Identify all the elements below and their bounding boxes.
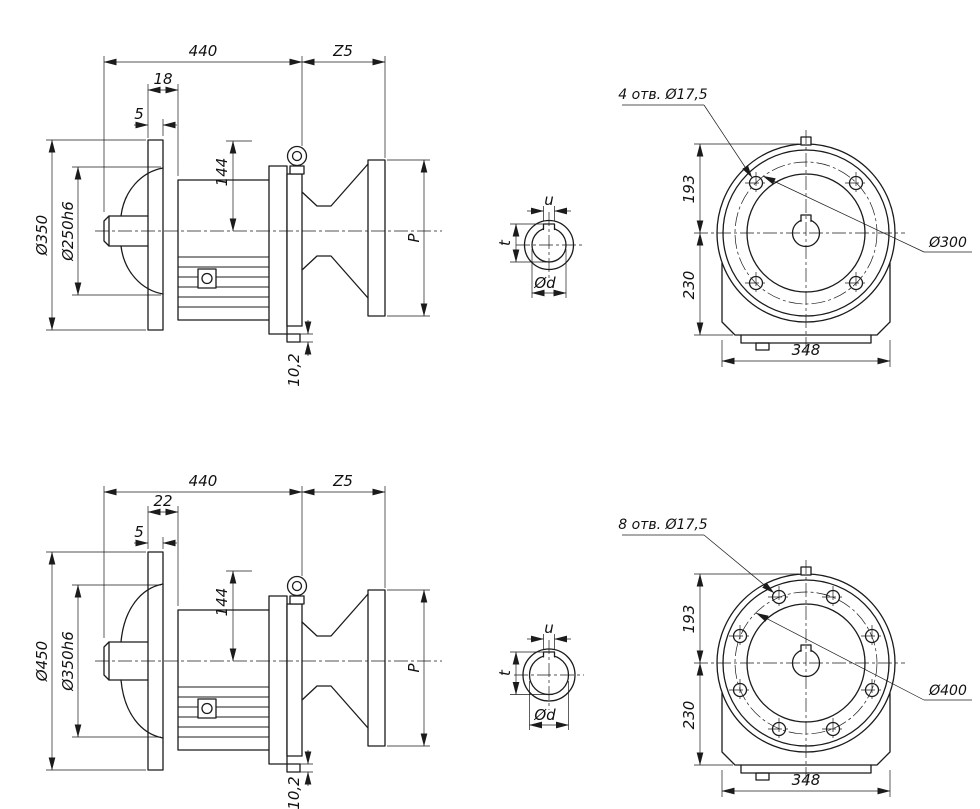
dim-center-height: 144 — [213, 158, 231, 187]
lifting-eye-icon — [286, 575, 308, 605]
dim-bolt-circle: Ø400 — [928, 683, 967, 699]
key-tab — [286, 333, 301, 343]
shaft-section-small: u t Ød — [496, 191, 582, 298]
output-bell-top — [301, 593, 369, 637]
dim-key-t: t — [496, 239, 514, 246]
dim-p: P — [405, 663, 423, 673]
dim-lower: 230 — [680, 271, 698, 300]
flange-plate-a — [268, 165, 288, 335]
flange-plate-a — [268, 595, 288, 765]
side-dimensions-small: 440 Z5 18 5 144 Ø350 Ø250h6 10,2 P — [33, 42, 430, 387]
dim-center-height: 144 — [213, 588, 231, 617]
output-bell-top — [301, 163, 369, 207]
flange-plate-b — [286, 173, 303, 327]
front-view-small: 193 230 348 4 отв. Ø17,5 Ø300 — [618, 87, 972, 367]
bell-curve-top — [120, 167, 164, 217]
side-dimensions-large: 440 Z5 22 5 144 Ø450 Ø350h6 10,2 P — [33, 472, 430, 809]
dim-lower: 230 — [680, 701, 698, 730]
dim-shaft-dia: Ød — [533, 274, 556, 292]
dim-key-depth: 10,2 — [285, 776, 303, 809]
pedestal — [721, 692, 891, 766]
dim-flange-dia: Ø450 — [33, 641, 51, 682]
key-tab — [286, 763, 301, 773]
gear-housing — [177, 609, 271, 751]
variant-large: 440 Z5 22 5 144 Ø450 Ø350h6 10,2 P u t Ø… — [33, 472, 972, 809]
lifting-eye-icon — [286, 145, 308, 175]
bolt-holes — [729, 586, 883, 740]
mounting-flange — [147, 139, 164, 331]
dim-flange-thickness: 5 — [134, 523, 144, 541]
gear-housing — [177, 179, 271, 321]
dim-shaft-dia: Ød — [533, 706, 556, 724]
dim-key-t: t — [496, 669, 514, 676]
front-view-large: 193 230 348 8 отв. Ø17,5 Ø400 — [618, 517, 972, 797]
pedestal-slot — [755, 772, 770, 781]
dim-upper: 193 — [680, 605, 698, 634]
dim-base-width: 348 — [792, 771, 821, 789]
dim-key-depth: 10,2 — [285, 353, 303, 386]
dim-key-width: u — [544, 619, 554, 637]
dim-z: Z5 — [332, 42, 353, 60]
dim-bolt-circle: Ø300 — [928, 235, 967, 251]
bell-curve-bottom — [120, 679, 164, 739]
dim-spigot-dia: Ø350h6 — [59, 631, 77, 692]
shaft-section-large: u t Ød — [496, 619, 584, 730]
side-view-small — [95, 139, 442, 343]
dim-upper: 193 — [680, 175, 698, 204]
bolt-holes — [745, 172, 867, 294]
dim-p: P — [405, 233, 423, 243]
bell-curve-bottom — [120, 245, 164, 295]
output-flange — [367, 159, 386, 317]
dim-flange-thickness: 5 — [134, 105, 144, 123]
pedestal-slot — [755, 342, 770, 351]
dim-z: Z5 — [332, 472, 353, 490]
dim-flange-dia: Ø350 — [33, 215, 51, 256]
output-bell-bottom — [301, 255, 369, 299]
holes-note: 8 отв. Ø17,5 — [618, 517, 708, 533]
dim-spigot-dia: Ø250h6 — [59, 201, 77, 262]
holes-note: 4 отв. Ø17,5 — [618, 87, 708, 103]
dim-overall-length: 440 — [189, 472, 218, 490]
dim-hub: 22 — [153, 492, 172, 510]
bell-curve-top — [120, 583, 164, 643]
dim-hub: 18 — [153, 70, 172, 88]
pedestal — [721, 262, 891, 336]
dim-key-width: u — [544, 191, 554, 209]
output-bell-bottom — [301, 685, 369, 729]
variant-small: 440 Z5 18 5 144 Ø350 Ø250h6 10,2 P u t Ø… — [33, 42, 972, 387]
dim-base-width: 348 — [792, 341, 821, 359]
output-flange — [367, 589, 386, 747]
flange-plate-b — [286, 603, 303, 757]
dim-overall-length: 440 — [189, 42, 218, 60]
side-view-large — [95, 551, 442, 773]
